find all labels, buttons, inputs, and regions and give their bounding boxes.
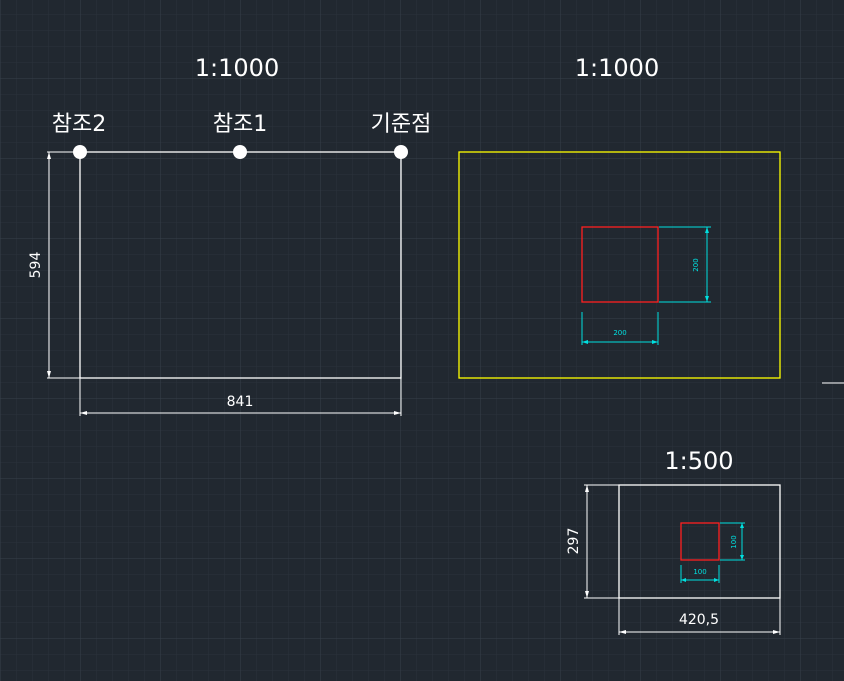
- sheet-rectangle-small[interactable]: [618, 484, 781, 599]
- dimension-height-left-text: 594: [28, 252, 44, 279]
- dimension-height-small[interactable]: 297: [566, 484, 619, 599]
- base-point-label: 기준점: [371, 112, 432, 137]
- view-left: 1:1000 참조2 참조1 기준점 594 841: [28, 54, 431, 416]
- base-point-marker[interactable]: [394, 145, 408, 159]
- ref-point-2-marker[interactable]: [73, 145, 87, 159]
- ref-point-1-label: 참조1: [213, 112, 267, 137]
- ref-point-1-marker[interactable]: [233, 145, 247, 159]
- dimension-square-width-bottom-text: 100: [693, 568, 706, 576]
- scale-label-right-top: 1:1000: [575, 54, 659, 82]
- dimension-square-width-top-text: 200: [613, 329, 626, 337]
- dimension-width-left[interactable]: 841: [79, 378, 402, 416]
- view-right-top: 1:1000 200 200: [458, 54, 844, 384]
- dimension-square-width-bottom[interactable]: 100: [680, 565, 720, 583]
- dimension-height-small-text: 297: [566, 528, 582, 555]
- dimension-square-height-top[interactable]: 200: [659, 226, 711, 303]
- scale-label-left: 1:1000: [195, 54, 279, 82]
- dimension-square-width-top[interactable]: 200: [581, 312, 659, 345]
- dimension-square-height-bottom-text: 100: [730, 535, 738, 548]
- red-square-top[interactable]: [581, 226, 659, 303]
- dimension-width-small-text: 420,5: [679, 612, 719, 628]
- dimension-square-height-bottom[interactable]: 100: [720, 522, 745, 561]
- scale-label-right-bottom: 1:500: [664, 447, 733, 475]
- dimension-width-small[interactable]: 420,5: [618, 598, 781, 635]
- viewport-frame-yellow[interactable]: [458, 151, 781, 379]
- dimension-width-left-text: 841: [227, 394, 254, 410]
- view-right-bottom: 1:500 100 100 297: [566, 447, 781, 635]
- dimension-square-height-top-text: 200: [692, 258, 700, 271]
- red-square-bottom[interactable]: [680, 522, 720, 561]
- ref-point-2-label: 참조2: [52, 112, 106, 137]
